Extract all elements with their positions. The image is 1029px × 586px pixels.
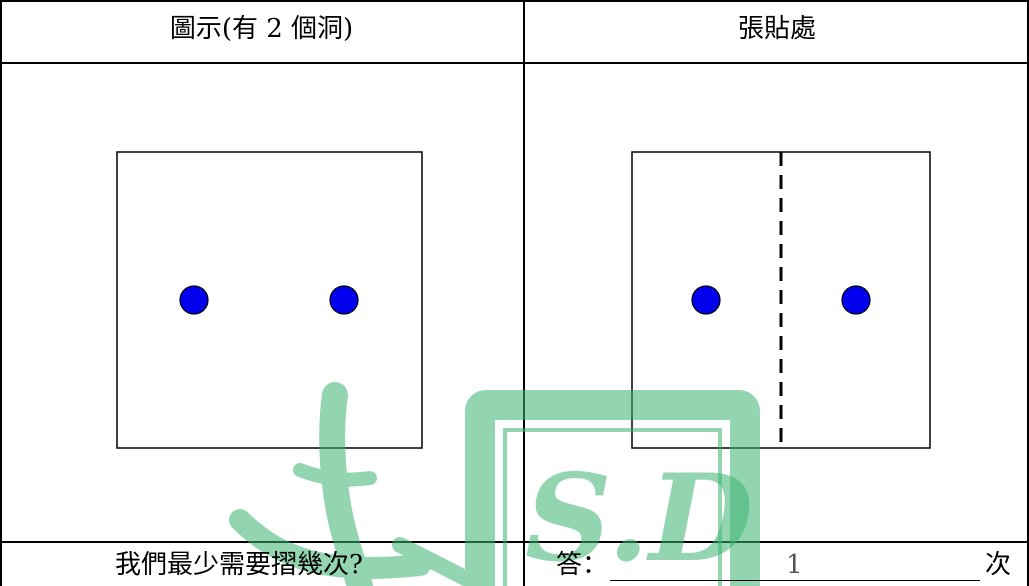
table-column-divider [523,0,525,586]
table-border-left [0,0,2,586]
figure-paper-with-holes [116,151,423,449]
table-row-divider-header [0,62,1029,64]
answer-prefix: 答： [556,550,609,580]
paper-outline [116,151,423,449]
answer-value: 1 [786,550,803,580]
hole-left-folded [691,285,721,315]
answer-unit: 次 [985,550,1012,580]
header-figure: 圖示(有 2 個洞) [169,14,354,44]
figure-folded-paper [631,151,931,449]
hole-right [329,285,359,315]
hole-left [179,285,209,315]
table-border-right [1027,0,1029,586]
hole-right-folded [841,285,871,315]
answer-underline [610,580,980,581]
table-row-divider-question [0,541,1029,543]
table-border-top [0,0,1029,2]
question-text: 我們最少需要摺幾次? [115,550,363,580]
header-paste-area: 張貼處 [737,14,816,44]
